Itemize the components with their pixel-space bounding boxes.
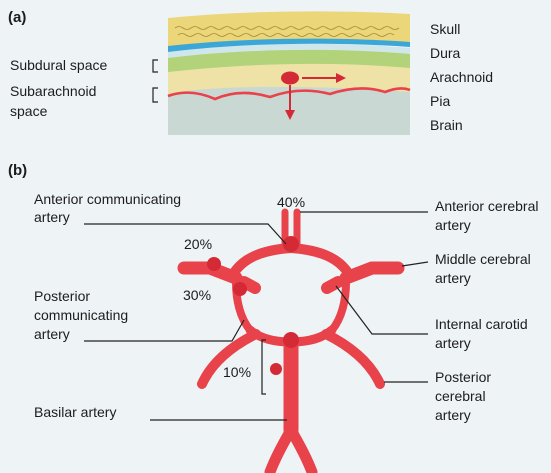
acom-percentage: 40% (277, 194, 305, 210)
right-middle-cerebral-artery (346, 268, 398, 278)
basilar-tip-aneurysm (283, 332, 299, 348)
pcom-aneurysm (233, 282, 247, 296)
pcom-label-3: artery (34, 326, 70, 342)
right-posterior-cerebral-artery (326, 334, 380, 384)
basilar-percentage-bracket (262, 340, 266, 394)
pcom-label-2: communicating (34, 307, 128, 323)
mca-percentage: 20% (184, 236, 212, 252)
pcom-label-1: Posterior (34, 288, 90, 304)
basilar-label: Basilar artery (34, 404, 116, 420)
dura-label: Dura (430, 45, 461, 61)
subarachnoid-bracket (153, 88, 158, 102)
panel-a-tag: (a) (8, 9, 26, 26)
subarachnoid-space-label-1: Subarachnoid (10, 83, 96, 99)
ica-leader (336, 286, 428, 334)
subdural-space-label: Subdural space (10, 57, 108, 73)
aca-label-1: Anterior cerebral (435, 198, 539, 214)
pca-label-1: Posterior (435, 369, 491, 385)
panel-b-tag: (b) (8, 162, 27, 179)
anterior-arch (232, 248, 350, 276)
right-vertebral-artery (291, 430, 312, 472)
pcom-percentage: 30% (183, 287, 211, 303)
arachnoid-label: Arachnoid (430, 69, 493, 85)
skull-label: Skull (430, 21, 460, 37)
pca-label-2: cerebral (435, 388, 486, 404)
ica-label-2: artery (435, 335, 471, 351)
acom-label-2: artery (34, 209, 70, 225)
ica-label-1: Internal carotid (435, 316, 528, 332)
pia-label: Pia (430, 93, 450, 109)
pca-label-3: artery (435, 407, 471, 423)
mca-label-2: artery (435, 270, 471, 286)
acom-label-1: Anterior communicating (34, 191, 181, 207)
hemorrhage-blob (281, 72, 299, 85)
pcom-leader (84, 320, 244, 341)
basilar-tip-percentage: 10% (223, 364, 251, 380)
brain-label: Brain (430, 117, 463, 133)
subdural-bracket (153, 60, 158, 72)
left-vertebral-artery (270, 430, 291, 472)
mca-label-1: Middle cerebral (435, 251, 531, 267)
mca-aneurysm (207, 257, 221, 271)
mca-leader (402, 262, 428, 266)
meninges-cross-section (168, 11, 410, 135)
subarachnoid-space-label-2: space (10, 103, 48, 119)
pca-aneurysm (270, 363, 282, 375)
aca-label-2: artery (435, 217, 471, 233)
